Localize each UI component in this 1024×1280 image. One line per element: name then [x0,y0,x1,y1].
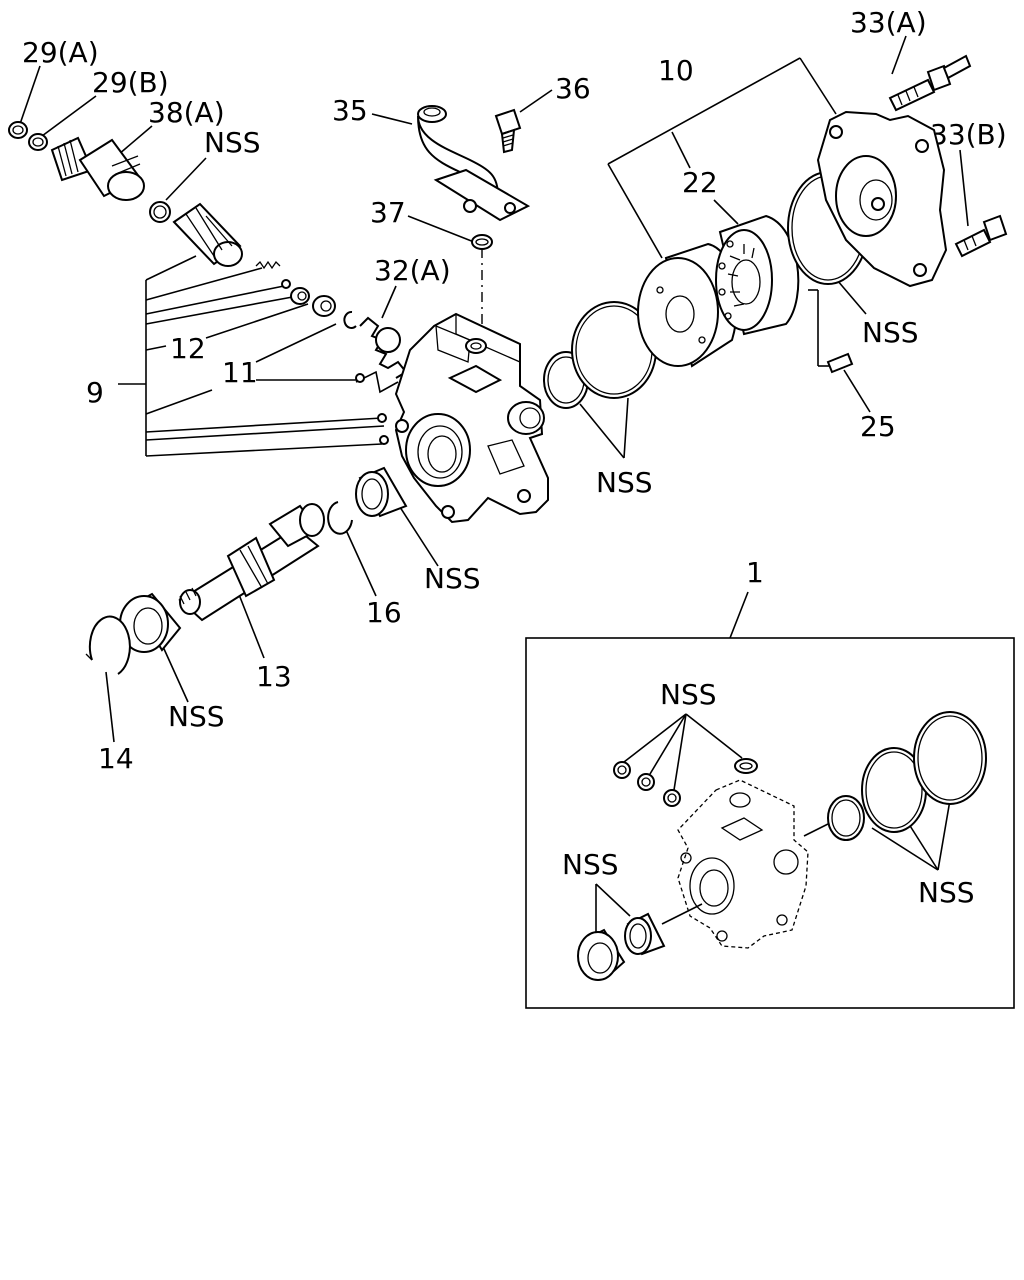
kit-oil-seal [577,928,626,981]
o-ring-37 [471,234,493,250]
bolt-33a [888,54,972,112]
kit-o-ring-1 [613,761,631,779]
label-29b: 29(B) [92,66,169,99]
dowel-pin-25 [826,352,854,374]
outlet-pipe-35 [417,105,531,222]
rotor-22 [715,214,800,336]
label-14: 14 [98,742,134,775]
valve-ball [281,279,291,289]
drive-shaft-13 [178,503,325,622]
valve-seat [290,287,310,305]
bolt-36 [494,108,522,154]
relief-valve-fitting-38a [50,136,145,201]
label-16: 16 [366,596,402,629]
label-nss-kit-left: NSS [562,848,619,881]
label-9: 9 [86,376,104,409]
seal-kit-box [525,637,1015,1009]
label-13: 13 [256,660,292,693]
rear-cover [816,110,948,288]
label-22: 22 [682,166,718,199]
label-37: 37 [370,196,406,229]
kit-o-ring-small [827,795,865,841]
kit-o-ring-large [913,711,987,805]
label-nss-kit-right: NSS [918,876,975,909]
kit-o-ring-2 [637,773,655,791]
o-ring-nss-valve [149,201,171,223]
label-11: 11 [222,356,258,389]
label-33a: 33(A) [850,6,927,39]
flow-control-valve [172,202,243,267]
label-12: 12 [170,332,206,365]
snap-ring-16 [327,501,353,535]
snap-ring-14 [85,615,131,675]
label-32a: 32(A) [374,254,451,287]
label-nss-rings: NSS [596,466,653,499]
label-25: 25 [860,410,896,443]
label-29a: 29(A) [22,36,99,69]
label-nss-bushing: NSS [424,562,481,595]
label-10: 10 [658,54,694,87]
label-nss-seal: NSS [168,700,225,733]
label-33b: 33(B) [930,118,1007,151]
kit-bushing [624,912,666,956]
o-ring-29a [8,121,28,139]
bushing-nss [355,466,408,518]
label-36: 36 [555,72,591,105]
o-ring-29b [28,133,48,151]
label-35: 35 [332,94,368,127]
valve-plug-12 [312,295,336,317]
bolt-33b [954,214,1008,258]
label-nss-cover: NSS [862,316,919,349]
label-38a: 38(A) [148,96,225,129]
label-nss-kit-top: NSS [660,678,717,711]
label-1: 1 [746,556,764,589]
label-nss-valve: NSS [204,126,261,159]
kit-o-ring-4 [734,758,758,774]
kit-housing-outline [677,779,809,949]
kit-o-ring-3 [663,789,681,807]
snap-ring-11 [343,310,357,329]
valve-spring-small [255,260,281,270]
pump-housing [355,312,549,524]
leader-lines [19,35,969,934]
spring-32a [359,316,408,379]
